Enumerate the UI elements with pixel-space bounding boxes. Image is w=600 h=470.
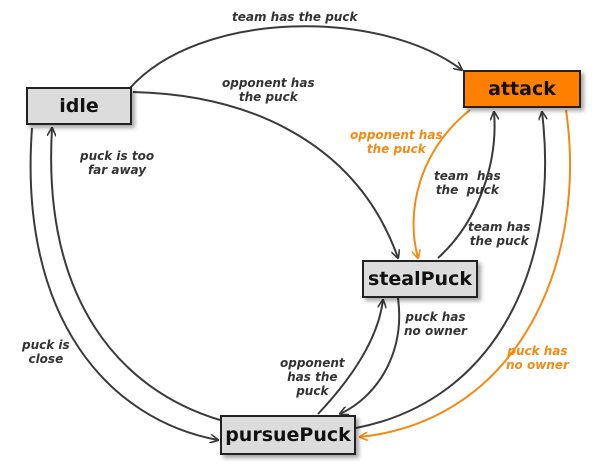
label-stealpuck-to-pursuepuck: puck has no owner — [404, 310, 467, 338]
node-idle: idle — [26, 87, 132, 125]
arrow-idle-to-stealpuck — [132, 91, 398, 258]
label-stealpuck-to-attack: team has the puck — [434, 169, 501, 197]
arrow-pursuepuck-to-stealpuck — [317, 300, 383, 415]
node-attack: attack — [463, 70, 581, 108]
node-stealpuck: stealPuck — [362, 260, 478, 298]
arrow-attack-to-pursuepuck — [360, 109, 572, 437]
arrow-stealpuck-to-attack — [437, 112, 495, 259]
arrow-pursuepuck-to-idle — [51, 128, 221, 421]
label-idle-to-attack: team has the puck — [232, 10, 358, 24]
arrow-idle-to-pursuepuck — [29, 127, 218, 440]
label-idle-to-pursuepuck: puck is close — [22, 338, 70, 366]
label-idle-to-stealpuck: opponent has the puck — [222, 76, 315, 104]
node-pursuepuck: pursuePuck — [220, 415, 356, 455]
arrow-attack-to-stealpuck — [414, 109, 471, 258]
arrow-stealpuck-to-pursuepuck — [340, 297, 401, 414]
label-pursuepuck-to-idle: puck is too far away — [80, 149, 155, 177]
label-pursuepuck-to-attack: team has the puck — [468, 220, 531, 248]
arrow-idle-to-attack — [129, 25, 462, 89]
label-attack-to-stealpuck: opponent has the puck — [350, 128, 443, 156]
arrow-pursuepuck-to-attack — [355, 112, 545, 429]
label-attack-to-pursuepuck: puck has no owner — [506, 344, 569, 372]
label-pursuepuck-to-stealpuck: opponent has the puck — [280, 356, 345, 398]
